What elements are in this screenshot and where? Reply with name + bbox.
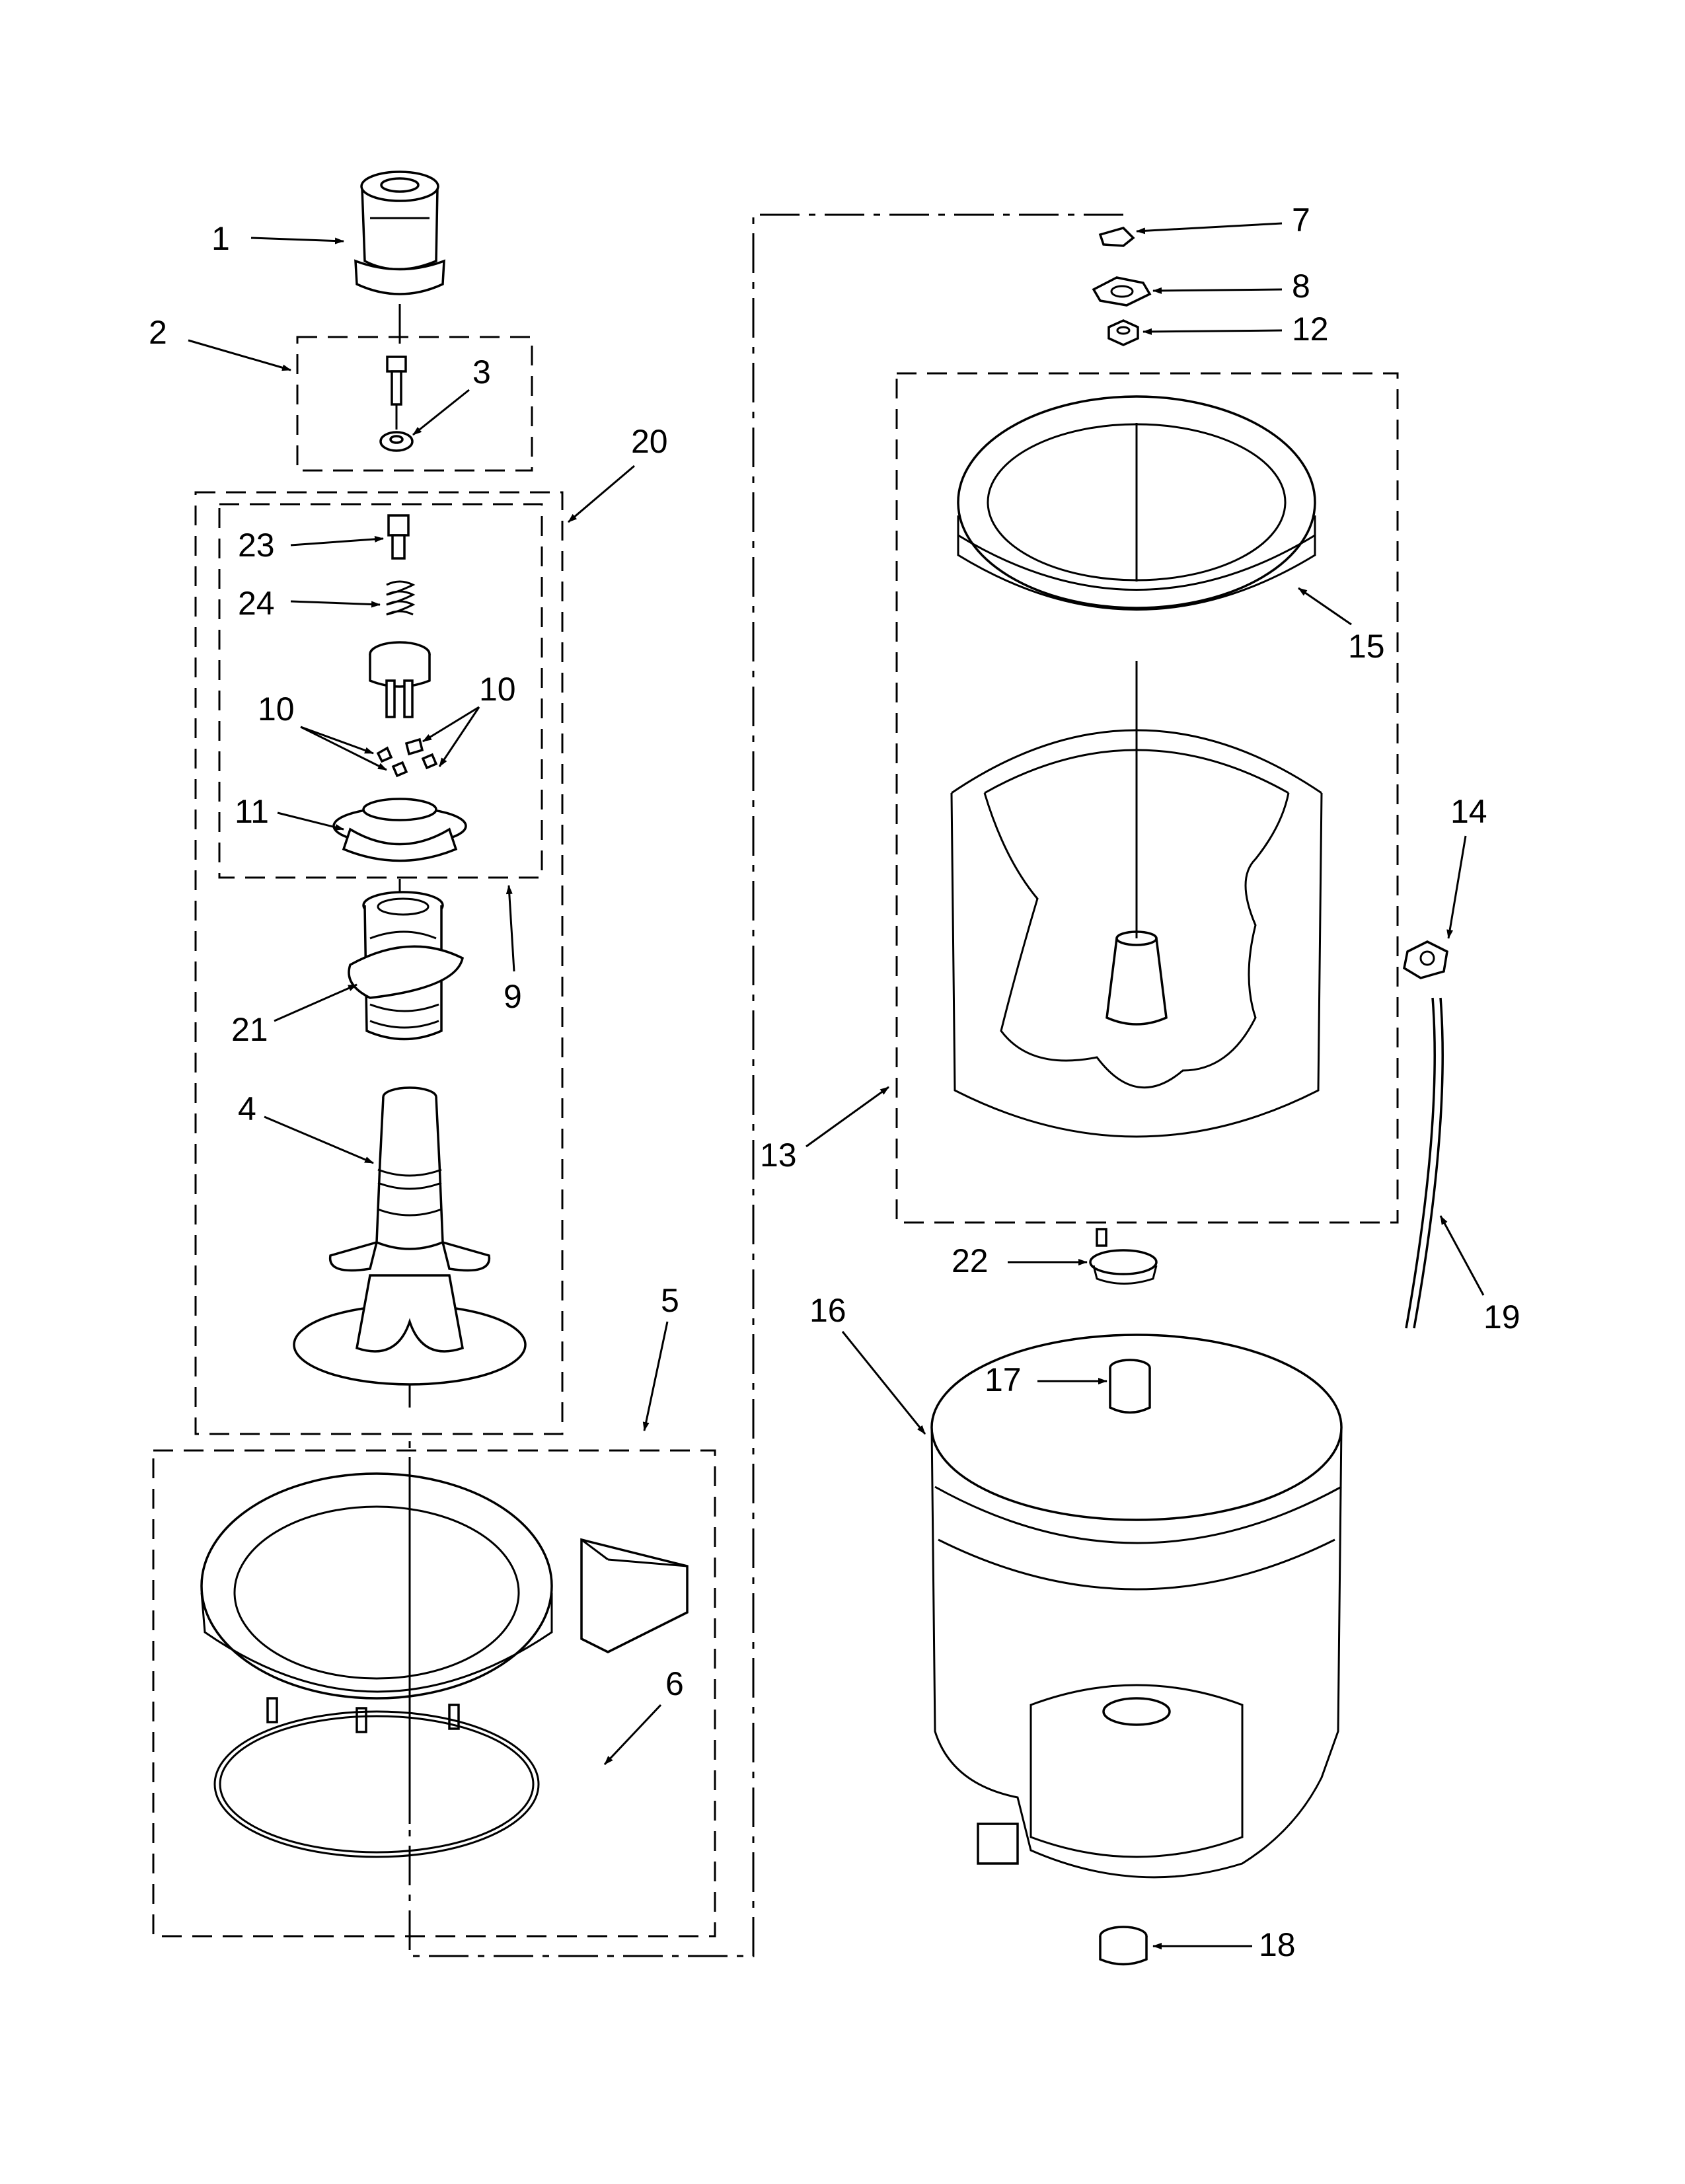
part-13-basket bbox=[950, 661, 1323, 1138]
callout-label-7: 7 bbox=[1292, 202, 1310, 239]
part-8-hub-nut-washer bbox=[1092, 276, 1152, 307]
group-box-20 bbox=[194, 491, 564, 1435]
callout-10-left: 10 bbox=[258, 691, 387, 771]
callout-21: 21 bbox=[231, 983, 357, 1048]
callout-12: 12 bbox=[1142, 311, 1329, 348]
group-box-9 bbox=[218, 503, 543, 879]
part-21-auger bbox=[348, 879, 465, 1041]
callout-17: 17 bbox=[985, 1361, 1107, 1398]
part-10-agitator-dogs bbox=[376, 737, 438, 778]
callout-23: 23 bbox=[238, 527, 384, 564]
callout-16: 16 bbox=[809, 1292, 926, 1435]
callout-label-23: 23 bbox=[238, 527, 275, 564]
part-18-drain-plug bbox=[1099, 1926, 1148, 1966]
callout-label-17: 17 bbox=[985, 1361, 1022, 1398]
part-2-bolt bbox=[386, 356, 407, 430]
callout-label-22: 22 bbox=[952, 1242, 989, 1279]
callout-7: 7 bbox=[1136, 202, 1310, 239]
part-24-spring bbox=[386, 580, 416, 616]
part-6-seal bbox=[213, 1710, 540, 1858]
callout-label-10-right: 10 bbox=[479, 671, 516, 708]
callout-6: 6 bbox=[603, 1665, 684, 1766]
callout-20: 20 bbox=[568, 423, 668, 523]
callout-4: 4 bbox=[238, 1090, 374, 1164]
callout-11: 11 bbox=[235, 793, 344, 831]
group-box-2 bbox=[296, 336, 533, 472]
group-box-5 bbox=[152, 1449, 716, 1938]
part-7-clip bbox=[1098, 227, 1135, 247]
callout-label-1: 1 bbox=[211, 220, 230, 257]
part-12-hub-nut bbox=[1107, 319, 1139, 346]
part-23-cam bbox=[387, 514, 410, 560]
callout-label-21: 21 bbox=[231, 1011, 268, 1048]
part-5-tub-ring bbox=[200, 1472, 689, 1824]
part-drive-block bbox=[369, 641, 431, 718]
callout-label-14: 14 bbox=[1450, 793, 1487, 830]
callout-label-15: 15 bbox=[1348, 628, 1385, 665]
part-22-clamp bbox=[1089, 1228, 1158, 1285]
callout-24: 24 bbox=[238, 585, 381, 622]
callout-8: 8 bbox=[1152, 268, 1310, 305]
callout-1: 1 bbox=[211, 220, 344, 257]
callout-label-8: 8 bbox=[1292, 268, 1310, 305]
callout-3: 3 bbox=[412, 354, 491, 436]
callout-14: 14 bbox=[1446, 793, 1487, 939]
callout-label-2: 2 bbox=[149, 314, 167, 351]
callout-label-13: 13 bbox=[760, 1137, 797, 1174]
group-box-13 bbox=[895, 372, 1399, 1224]
part-17-tub-bushing bbox=[1109, 1359, 1151, 1414]
callout-label-12: 12 bbox=[1292, 311, 1329, 348]
part-4-agitator bbox=[293, 1086, 527, 1408]
callout-label-11: 11 bbox=[235, 793, 269, 830]
callout-label-20: 20 bbox=[631, 423, 668, 460]
callout-label-16: 16 bbox=[809, 1292, 846, 1329]
callout-22: 22 bbox=[952, 1242, 1088, 1279]
part-3-washer bbox=[379, 431, 414, 452]
callout-label-6: 6 bbox=[665, 1665, 684, 1702]
callout-19: 19 bbox=[1439, 1215, 1520, 1336]
callout-13: 13 bbox=[760, 1086, 889, 1174]
callout-label-4: 4 bbox=[238, 1090, 256, 1127]
callout-label-3: 3 bbox=[472, 354, 491, 391]
callout-9: 9 bbox=[504, 885, 522, 1015]
callout-label-5: 5 bbox=[661, 1282, 679, 1319]
part-15-balance-ring bbox=[957, 395, 1316, 611]
part-11-dog-retainer bbox=[332, 798, 467, 862]
callout-18: 18 bbox=[1152, 1926, 1296, 1963]
part-1-agitator-cap bbox=[354, 170, 445, 344]
part-19-hose bbox=[1405, 997, 1444, 1329]
callout-label-10-left: 10 bbox=[258, 691, 295, 728]
callout-5: 5 bbox=[642, 1282, 679, 1431]
callout-15: 15 bbox=[1298, 587, 1385, 665]
part-16-outer-tub bbox=[930, 1334, 1343, 1879]
callout-10-right: 10 bbox=[422, 671, 516, 767]
callout-label-19: 19 bbox=[1483, 1299, 1520, 1336]
part-14-hose-clip bbox=[1403, 940, 1448, 979]
callout-label-18: 18 bbox=[1259, 1926, 1296, 1963]
callout-label-24: 24 bbox=[238, 585, 275, 622]
callout-2: 2 bbox=[149, 314, 291, 371]
callout-label-9: 9 bbox=[504, 978, 522, 1015]
